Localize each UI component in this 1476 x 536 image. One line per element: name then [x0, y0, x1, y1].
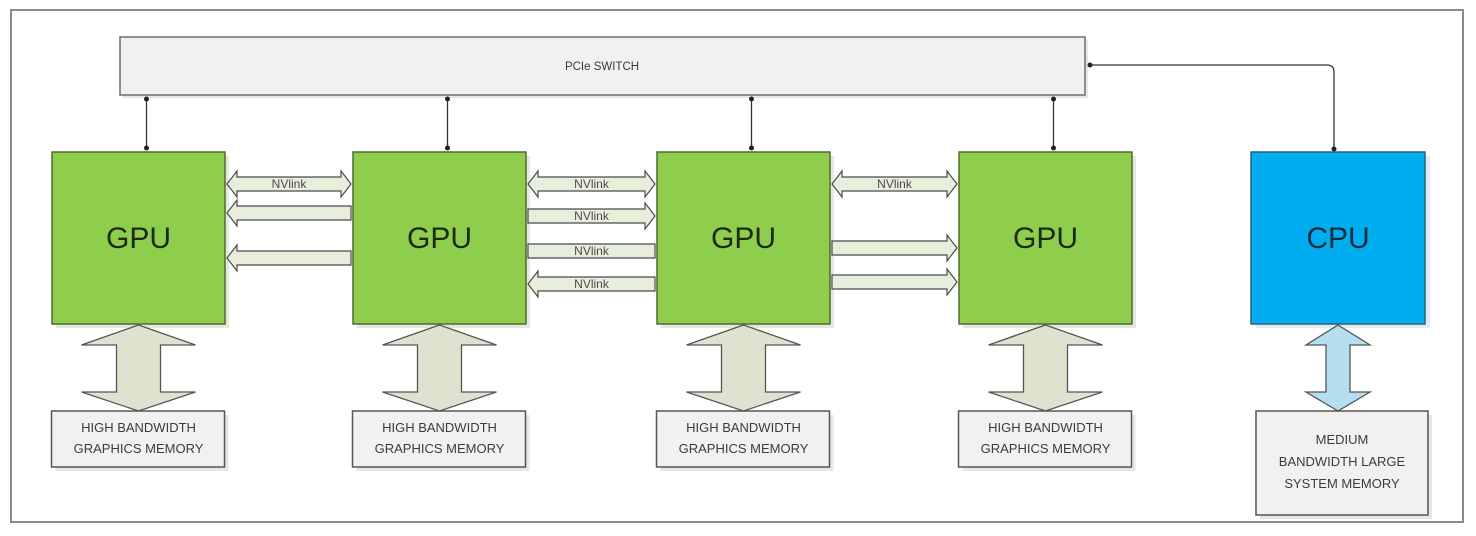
graphics-memory-box	[957, 410, 1133, 468]
pcie-switch-label: PCIe SWITCH	[565, 61, 639, 73]
nvlink-arrow-icon	[831, 233, 958, 263]
nvlink-connection	[831, 267, 958, 297]
gpu-label: GPU	[407, 222, 472, 255]
nvlink-connection	[831, 233, 958, 263]
nvlink-arrow-icon	[527, 169, 656, 199]
gpu-label: GPU	[1013, 222, 1078, 255]
gpu-label: GPU	[711, 222, 776, 255]
nvlink-label: NVlink	[574, 244, 610, 258]
graphics-memory-label-line-1: HIGH BANDWIDTH	[686, 420, 801, 435]
gpu-node: GPU HIGH BANDWIDTH GRAPHICS MEMORY	[957, 96, 1136, 471]
nvlink-arrow-icon	[831, 169, 958, 199]
arrowhead-icon	[749, 96, 754, 102]
nvlink-arrow-icon	[226, 169, 352, 199]
pcie-switch: PCIe SWITCH	[119, 36, 1088, 98]
graphics-memory-label-line-1: HIGH BANDWIDTH	[988, 420, 1103, 435]
pcie-switch-box	[119, 36, 1086, 96]
arrowhead-icon	[749, 145, 754, 151]
nvlink-label: NVlink	[574, 209, 610, 223]
gpu-box	[656, 151, 831, 325]
system-memory-box	[1255, 410, 1429, 516]
nvlink-connection: NVlink	[226, 169, 352, 199]
nvlink-connection	[226, 243, 352, 273]
arrowhead-icon	[1087, 62, 1093, 68]
gpu-box	[51, 151, 226, 325]
cpu-label: CPU	[1306, 222, 1369, 255]
gpu-node: GPU HIGH BANDWIDTH GRAPHICS MEMORY	[351, 96, 530, 471]
graphics-memory-box	[655, 410, 831, 468]
arrowhead-icon	[445, 96, 450, 102]
cpu-box	[1250, 151, 1426, 325]
graphics-memory-label-line-2: GRAPHICS MEMORY	[375, 441, 505, 456]
graphics-memory-label-line-2: GRAPHICS MEMORY	[981, 441, 1111, 456]
gpu-box	[958, 151, 1133, 325]
graphics-memory-label-line-2: GRAPHICS MEMORY	[74, 441, 204, 456]
arrowhead-icon	[144, 96, 149, 102]
nvlink-connection: NVlink	[527, 243, 656, 259]
graphics-memory-label-line-1: HIGH BANDWIDTH	[382, 420, 497, 435]
graphics-memory-label-line-1: HIGH BANDWIDTH	[81, 420, 196, 435]
nvlink-label: NVlink	[877, 177, 913, 191]
nvlink-label: NVlink	[574, 177, 610, 191]
pcie-cpu-line	[1089, 64, 1335, 151]
cpu-node: CPU MEDIUM BANDWIDTH LARGE SYSTEM MEMORY	[1250, 151, 1432, 519]
system-memory-label-line-3: SYSTEM MEMORY	[1284, 476, 1400, 491]
nvlink-connection: NVlink	[831, 169, 958, 199]
nvlink-connection	[226, 198, 352, 228]
nvlink-arrow-icon	[831, 267, 958, 297]
nvlink-arrow-icon	[527, 201, 656, 231]
gpu-layer: GPU HIGH BANDWIDTH GRAPHICS MEMORY GPU HIGH …	[50, 96, 1136, 471]
graphics-memory-box	[50, 410, 226, 468]
gpu-node: GPU HIGH BANDWIDTH GRAPHICS MEMORY	[655, 96, 834, 471]
graphics-memory-label-line-2: GRAPHICS MEMORY	[679, 441, 809, 456]
gpu-box	[352, 151, 527, 325]
pcie-cpu-connector	[1087, 62, 1337, 152]
arrowhead-icon	[1051, 145, 1056, 151]
nvlink-arrow-icon	[527, 269, 656, 299]
arrowhead-icon	[445, 145, 450, 151]
nvlink-arrow-icon	[527, 243, 656, 259]
graphics-memory-box	[351, 410, 527, 468]
nvlink-arrow-icon	[226, 198, 352, 228]
arrowhead-icon	[1051, 96, 1056, 102]
nvlink-connection: NVlink	[527, 169, 656, 199]
system-memory-label-line-2: BANDWIDTH LARGE	[1279, 454, 1406, 469]
gpu-node: GPU HIGH BANDWIDTH GRAPHICS MEMORY	[50, 96, 229, 471]
nvlink-label: NVlink	[272, 177, 308, 191]
gpu-label: GPU	[106, 222, 171, 255]
nvlink-connection: NVlink	[527, 201, 656, 231]
nvlink-connection: NVlink	[527, 269, 656, 299]
arrowhead-icon	[1331, 146, 1337, 152]
nvlink-arrow-icon	[226, 243, 352, 273]
arrowhead-icon	[144, 145, 149, 151]
system-memory-label-line-1: MEDIUM	[1316, 432, 1369, 447]
nvlink-label: NVlink	[574, 277, 610, 291]
